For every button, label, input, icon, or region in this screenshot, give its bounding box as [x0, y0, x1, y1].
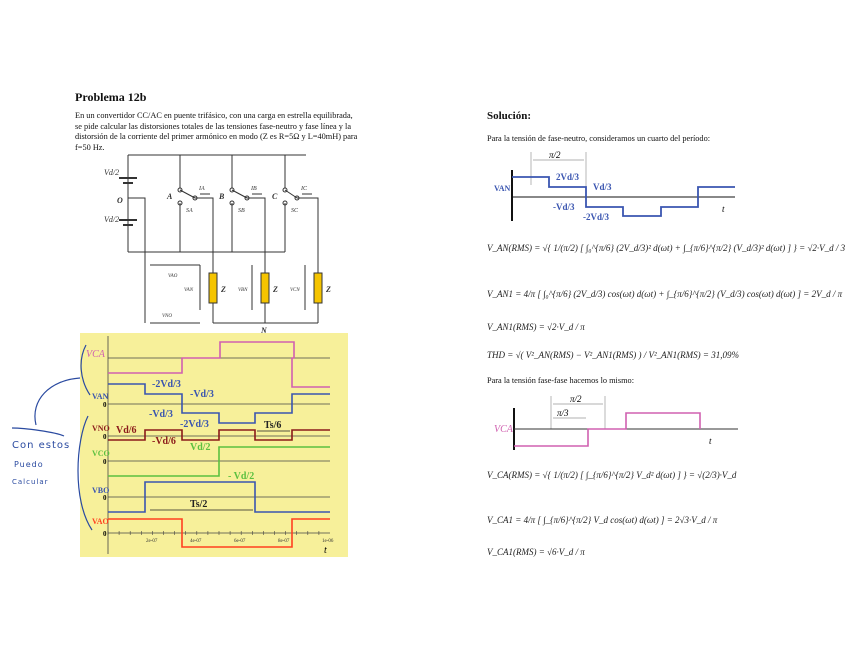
vcn-label: VCN [290, 288, 300, 293]
handwritten-brace [11, 344, 93, 531]
zero-label: 0 [103, 433, 107, 441]
pi-half-label: π/2 [549, 150, 561, 160]
neutral-label: N [260, 326, 268, 335]
level-label: Vd/3 [593, 182, 612, 192]
load-a-label: Z [220, 285, 226, 294]
handwritten-note-line-2: Puedo [14, 460, 44, 469]
problem-statement: En un convertidor CC/AC en puente trifás… [75, 111, 358, 152]
pi-half-label: π/2 [570, 394, 582, 404]
switch-b-label: SB [238, 208, 245, 214]
current-b-label: IB [250, 186, 257, 192]
switch-c-label: SC [291, 208, 299, 214]
vbo-trace [108, 481, 330, 513]
pi-third-label: π/3 [557, 408, 569, 418]
current-a-label: IA [198, 186, 205, 192]
vao-trace [108, 518, 330, 548]
vco-label: VCO [92, 449, 110, 458]
annotation: Vd/2 [190, 442, 211, 453]
switch-a-label: SA [186, 208, 193, 214]
handwritten-note-line-1: Con estos [12, 440, 71, 451]
load-impedances [208, 272, 323, 304]
annotation: -Vd/3 [190, 389, 214, 400]
load-b-label: Z [272, 285, 278, 294]
van-trace [512, 176, 735, 217]
annotation: Ts/6 [264, 420, 281, 431]
eq-vca1: V_CA1 = 4/π [ ∫_{π/6}^{π/2} V_d cos(ωt) … [487, 515, 718, 525]
leg-a-label: A [166, 192, 173, 201]
phase-phase-intro: Para la tensión fase-fase hacemos lo mis… [487, 376, 634, 385]
x-tick-label: 2e-07 [146, 539, 158, 544]
level-label: -2Vd/3 [583, 212, 610, 222]
eq-van-rms: V_AN(RMS) = √{ 1/(π/2) [ ∫₀^{π/6} (2V_d/… [487, 243, 846, 253]
zero-label: 0 [103, 458, 107, 466]
van-label: VAN [494, 184, 511, 193]
phase-neutral-intro: Para la tensión de fase-neutro, consider… [487, 134, 711, 143]
eq-van1: V_AN1 = 4/π [ ∫₀^{π/6} (2V_d/3) cos(ωt) … [487, 289, 843, 299]
leg-b-label: B [218, 192, 225, 201]
vbn-label: VBN [238, 288, 248, 293]
annotation: -Vd/6 [152, 436, 176, 447]
zero-label: 0 [103, 530, 107, 538]
current-c-label: IC [300, 186, 308, 192]
solution-title: Solución: [487, 110, 532, 122]
source-top-label: Vd/2 [104, 168, 119, 177]
midpoint-label: O [117, 196, 123, 205]
vco-trace [108, 446, 330, 477]
eq-vca1-rms: V_CA1(RMS) = √6·V_d / π [487, 547, 585, 557]
annotation: -2Vd/3 [180, 419, 209, 430]
zero-label: 0 [103, 494, 107, 502]
annotation: - Vd/2 [228, 471, 254, 482]
t-axis-label: t [324, 545, 327, 556]
annotation: Vd/6 [116, 425, 137, 436]
vao-label: VAO [168, 274, 178, 279]
van-label: VAN [184, 288, 194, 293]
level-label: 2Vd/3 [556, 172, 580, 182]
annotation: Ts/2 [190, 499, 207, 510]
annotation: -Vd/3 [149, 409, 173, 420]
vno-label: VNO [92, 424, 110, 433]
handwritten-note-line-3: Calcular [12, 478, 49, 486]
x-tick-label: 4e-07 [190, 539, 202, 544]
vca-trace [514, 412, 701, 447]
van-label: VAN [92, 392, 109, 401]
source-bottom-label: Vd/2 [104, 215, 119, 224]
x-tick-label: 8e-07 [278, 539, 290, 544]
t-axis-label: t [722, 204, 725, 214]
x-tick-label: 6e-07 [234, 539, 246, 544]
vbo-label: VBO [92, 486, 109, 495]
vca-label: VCA [494, 424, 514, 435]
eq-van1-rms: V_AN1(RMS) = √2·V_d / π [487, 322, 585, 332]
leg-c-label: C [272, 192, 278, 201]
vno-trace [108, 429, 330, 441]
eq-thd: THD = √( V²_AN(RMS) − V²_AN1(RMS) ) / V²… [487, 350, 739, 360]
annotation: -2Vd/3 [152, 379, 181, 390]
eq-vca-rms: V_CA(RMS) = √{ 1/(π/2) [ ∫_{π/6}^{π/2} V… [487, 470, 737, 480]
vno-label: VNO [162, 314, 172, 319]
vca-label: VCA [86, 349, 106, 360]
van-trace [108, 383, 330, 424]
load-c-label: Z [325, 285, 331, 294]
x-tick-label: 1e-06 [322, 539, 334, 544]
vca-trace [108, 341, 330, 388]
zero-label: 0 [103, 401, 107, 409]
t-axis-label: t [709, 436, 712, 446]
vao-label: VAO [92, 517, 109, 526]
level-label: -Vd/3 [553, 202, 575, 212]
problem-title: Problema 12b [75, 90, 147, 104]
